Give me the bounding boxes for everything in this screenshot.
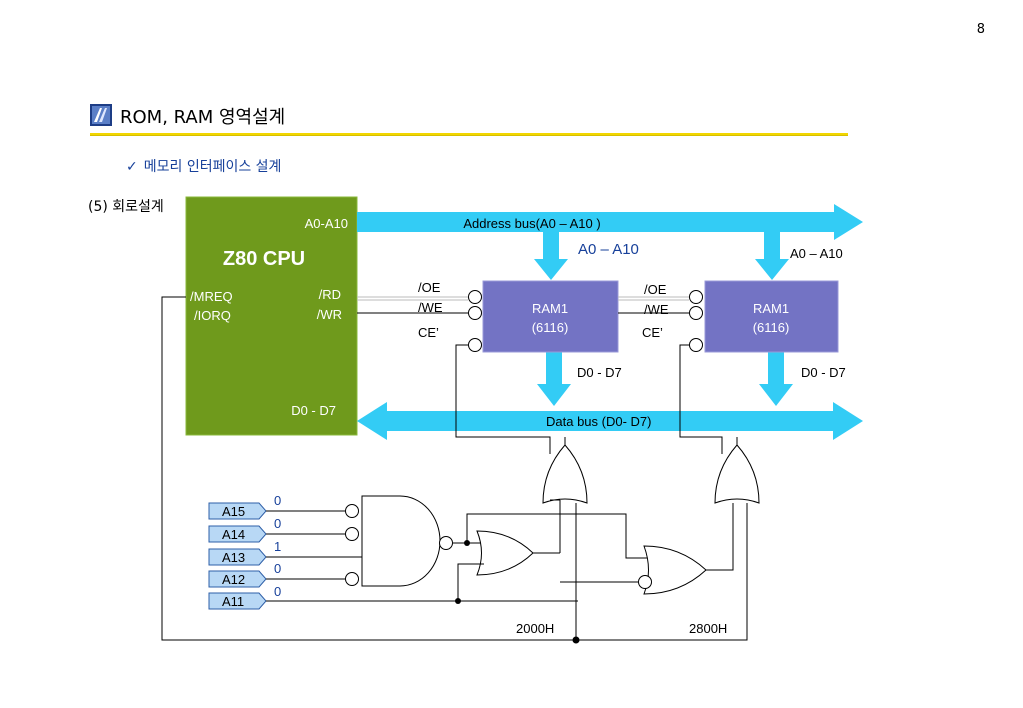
ram2-data-label: D0 - D7 — [801, 365, 846, 380]
address-line-a14: A14 0 — [208, 516, 281, 543]
ram2-ce-bubble — [689, 338, 703, 352]
page-number: 8 — [976, 22, 985, 37]
ram2-ce-label: CE’ — [642, 325, 663, 340]
data-bus: Data bus (D0- D7) — [357, 402, 863, 440]
control-wires — [161, 296, 748, 641]
title-underline — [90, 133, 848, 136]
address-line-tags: A15 0 A14 0 A13 1 A12 0 A11 0 — [208, 493, 281, 610]
address-line-name: A11 — [222, 594, 244, 609]
ram2-we-bubble — [689, 306, 703, 320]
address-line-a13: A13 1 — [208, 539, 281, 566]
address-bus: Address bus(A0 – A10 ) — [357, 204, 863, 240]
ram1-oe-bubble — [468, 290, 482, 304]
address-line-name: A13 — [222, 550, 245, 565]
ram1-data-arrow: D0 - D7 — [537, 352, 622, 406]
ram2-address-label: A0 – A10 — [790, 246, 843, 261]
ram2-chip: RAM1 (6116) /OE /WE CE’ — [642, 280, 839, 353]
ram2-oe-bubble — [689, 290, 703, 304]
cpu-block: A0-A10 Z80 CPU /MREQ /IORQ /RD /WR D0 - … — [185, 196, 358, 436]
ram2-part: (6116) — [753, 320, 790, 335]
section-label: (5) 회로설계 — [88, 199, 164, 215]
address-line-a15: A15 0 — [208, 493, 281, 520]
address-line-a11: A11 0 — [208, 584, 281, 610]
ram2-oe-label: /OE — [644, 282, 667, 297]
cpu-wr-label: /WR — [317, 307, 342, 322]
address-line-value: 0 — [274, 561, 281, 576]
ram1-oe-label: /OE — [418, 280, 441, 295]
ram1-address-label: A0 – A10 — [578, 241, 639, 258]
address-line-value: 0 — [274, 516, 281, 531]
ram2-data-arrow: D0 - D7 — [759, 352, 846, 406]
ram2-address-arrow: A0 – A10 — [755, 232, 843, 280]
address-bus-label: Address bus(A0 – A10 ) — [463, 216, 600, 231]
ram1-part: (6116) — [532, 320, 569, 335]
address-line-name: A15 — [222, 504, 245, 519]
data-bus-label: Data bus (D0- D7) — [546, 414, 651, 429]
ram1-ce-label: CE’ — [418, 325, 439, 340]
ram1-ce-bubble — [468, 338, 482, 352]
cpu-addr-label: A0-A10 — [305, 216, 348, 231]
cpu-iorq-label: /IORQ — [194, 308, 231, 323]
ram2-name: RAM1 — [753, 301, 789, 316]
address-line-value: 0 — [274, 584, 281, 599]
subtitle-text: 메모리 인터페이스 설계 — [143, 159, 282, 175]
address-line-value: 0 — [274, 493, 281, 508]
ram2-we-label: /WE — [644, 302, 669, 317]
ram1-we-label: /WE — [418, 300, 443, 315]
address-line-name: A12 — [222, 572, 245, 587]
subtitle: ✓ 메모리 인터페이스 설계 — [126, 156, 281, 176]
ram1-we-bubble — [468, 306, 482, 320]
cpu-mreq-label: /MREQ — [190, 289, 233, 304]
ram2-decode-label: 2800H — [689, 621, 727, 636]
ram1-name: RAM1 — [532, 301, 568, 316]
ram1-data-label: D0 - D7 — [577, 365, 622, 380]
ram1-chip: RAM1 (6116) /OE /WE CE’ — [418, 280, 619, 353]
cpu-name: Z80 CPU — [223, 248, 305, 270]
ram1-decode-label: 2000H — [516, 621, 554, 636]
cpu-rd-label: /RD — [319, 287, 341, 302]
title-logo-icon — [90, 104, 112, 126]
decoder-logic — [266, 437, 760, 644]
checkmark-icon: ✓ — [126, 159, 138, 175]
address-line-a12: A12 0 — [208, 561, 281, 588]
cpu-data-label: D0 - D7 — [291, 403, 336, 418]
ram1-address-arrow: A0 – A10 — [534, 232, 639, 280]
address-line-value: 1 — [274, 539, 281, 554]
address-line-name: A14 — [222, 527, 245, 542]
title-text: ROM, RAM 영역설계 — [120, 107, 286, 128]
